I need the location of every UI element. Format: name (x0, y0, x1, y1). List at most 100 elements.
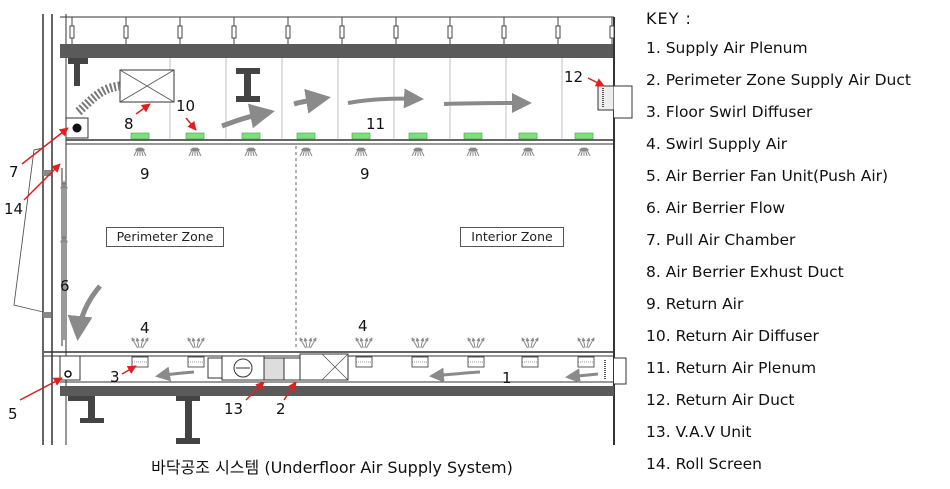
return-air-arrow (527, 147, 532, 157)
swirl-supply-arrow (415, 337, 420, 349)
supply-flow-arrows (155, 366, 599, 384)
return-air-diffuser (408, 132, 428, 140)
swirl-supply-arrow (308, 337, 313, 349)
key-item: 9. Return Air (646, 295, 744, 313)
swirl-supply-arrow (521, 337, 529, 349)
label-8: 8 (124, 115, 134, 133)
swirl-supply-arrow (309, 337, 317, 349)
label-12: 12 (564, 68, 584, 86)
return-air-arrow (250, 147, 255, 157)
hanger-turnbuckle (393, 25, 399, 39)
roll-screen (13, 147, 67, 346)
pull-air-chamber (65, 117, 89, 139)
swirl-supply-arrow (303, 337, 308, 349)
swirl-supply-arrow (187, 337, 195, 349)
hanger-turnbuckle (609, 25, 615, 39)
label-2: 2 (276, 400, 286, 418)
label-1: 1 (502, 369, 512, 387)
return-air-arrow (360, 147, 365, 157)
plenum-flow-arrows (221, 88, 532, 129)
swirl-supply-arrow (196, 337, 201, 349)
key-item: 2. Perimeter Zone Supply Air Duct (646, 71, 911, 89)
swirl-supply-arrow (364, 337, 369, 349)
return-air-arrow (307, 147, 313, 157)
swirl-supply-arrow (421, 337, 429, 349)
return-air-duct (597, 85, 633, 119)
swirl-supply-arrow (141, 337, 149, 349)
swirl-supply-arrow (135, 337, 140, 349)
label-13: 13 (224, 400, 244, 418)
ceiling-ibeam (236, 68, 260, 102)
air-barrier-flow (60, 180, 102, 341)
return-air-diffusers (130, 132, 594, 157)
return-air-diffuser (185, 132, 205, 140)
return-air-arrow (252, 147, 258, 157)
swirl-supply-arrow (525, 337, 530, 349)
return-air-arrow (585, 147, 591, 157)
hanger-turnbuckle (177, 25, 183, 39)
return-air-diffuser (463, 132, 483, 140)
return-air-diffuser (130, 132, 150, 140)
hanger-turnbuckle (339, 25, 345, 39)
return-air-arrow (305, 147, 310, 157)
label-5: 5 (8, 405, 18, 423)
key-item: 13. V.A.V Unit (646, 423, 752, 441)
hanger-turnbuckle (123, 25, 129, 39)
swirl-supply-arrow (471, 337, 476, 349)
swirl-supply-arrow (299, 337, 307, 349)
vav-unit (207, 355, 285, 381)
return-air-arrow (529, 147, 535, 157)
swirl-supply-arrow (477, 337, 485, 349)
label-3: 3 (110, 368, 120, 386)
swirl-supply-arrow (411, 337, 419, 349)
return-air-arrow (139, 147, 144, 157)
key-item: 11. Return Air Plenum (646, 359, 817, 377)
floor-ibeams (68, 396, 200, 444)
swirl-supply-arrow (420, 337, 425, 349)
key-item: 10. Return Air Diffuser (646, 327, 819, 345)
key-title: KEY : (646, 9, 692, 28)
swirl-supply-arrow (191, 337, 196, 349)
leader-lines (19, 77, 605, 401)
return-air-arrow (141, 147, 147, 157)
swirl-supply-arrow (531, 337, 539, 349)
swirl-supply-arrow (530, 337, 535, 349)
return-air-diffuser (574, 132, 594, 140)
swirl-supply-arrow (577, 337, 585, 349)
hanger-turnbuckle (501, 25, 507, 39)
label-14: 14 (4, 200, 24, 218)
return-air-arrow (419, 147, 425, 157)
diagram-caption: 바닥공조 시스템 (Underfloor Air Supply System) (151, 458, 513, 477)
label-6: 6 (60, 277, 70, 295)
left-bracket (68, 58, 88, 86)
return-air-diffuser (351, 132, 371, 140)
return-air-arrow (194, 147, 199, 157)
return-air-arrow (472, 147, 477, 157)
swirl-supply-arrow (586, 337, 591, 349)
return-air-arrow (417, 147, 422, 157)
return-air-diffuser (296, 132, 316, 140)
label-10: 10 (176, 97, 196, 115)
interior-zone-label: Interior Zone (460, 227, 564, 247)
return-air-arrow (362, 147, 368, 157)
label-11: 11 (366, 115, 386, 133)
perimeter-supply-duct (283, 353, 349, 381)
hanger-turnbuckle (555, 25, 561, 39)
return-air-diffuser (518, 132, 538, 140)
label-9b: 9 (360, 165, 370, 183)
key-item: 14. Roll Screen (646, 455, 762, 473)
label-9a: 9 (140, 165, 150, 183)
key-item: 8. Air Berrier Exhust Duct (646, 263, 844, 281)
exhaust-duct (75, 69, 175, 116)
hanger-turnbuckle (285, 25, 291, 39)
return-air-arrow (583, 147, 588, 157)
hanger-turnbuckle (447, 25, 453, 39)
swirl-supply-arrow (581, 337, 586, 349)
key-item: 5. Air Berrier Fan Unit(Push Air) (646, 167, 889, 185)
ceiling-hangers (69, 17, 615, 44)
key-legend: KEY : 1. Supply Air Plenum 2. Perimeter … (646, 6, 946, 480)
label-7: 7 (9, 163, 19, 181)
swirl-supply-arrow (359, 337, 364, 349)
key-item: 3. Floor Swirl Diffuser (646, 103, 813, 121)
key-item: 6. Air Berrier Flow (646, 199, 786, 217)
